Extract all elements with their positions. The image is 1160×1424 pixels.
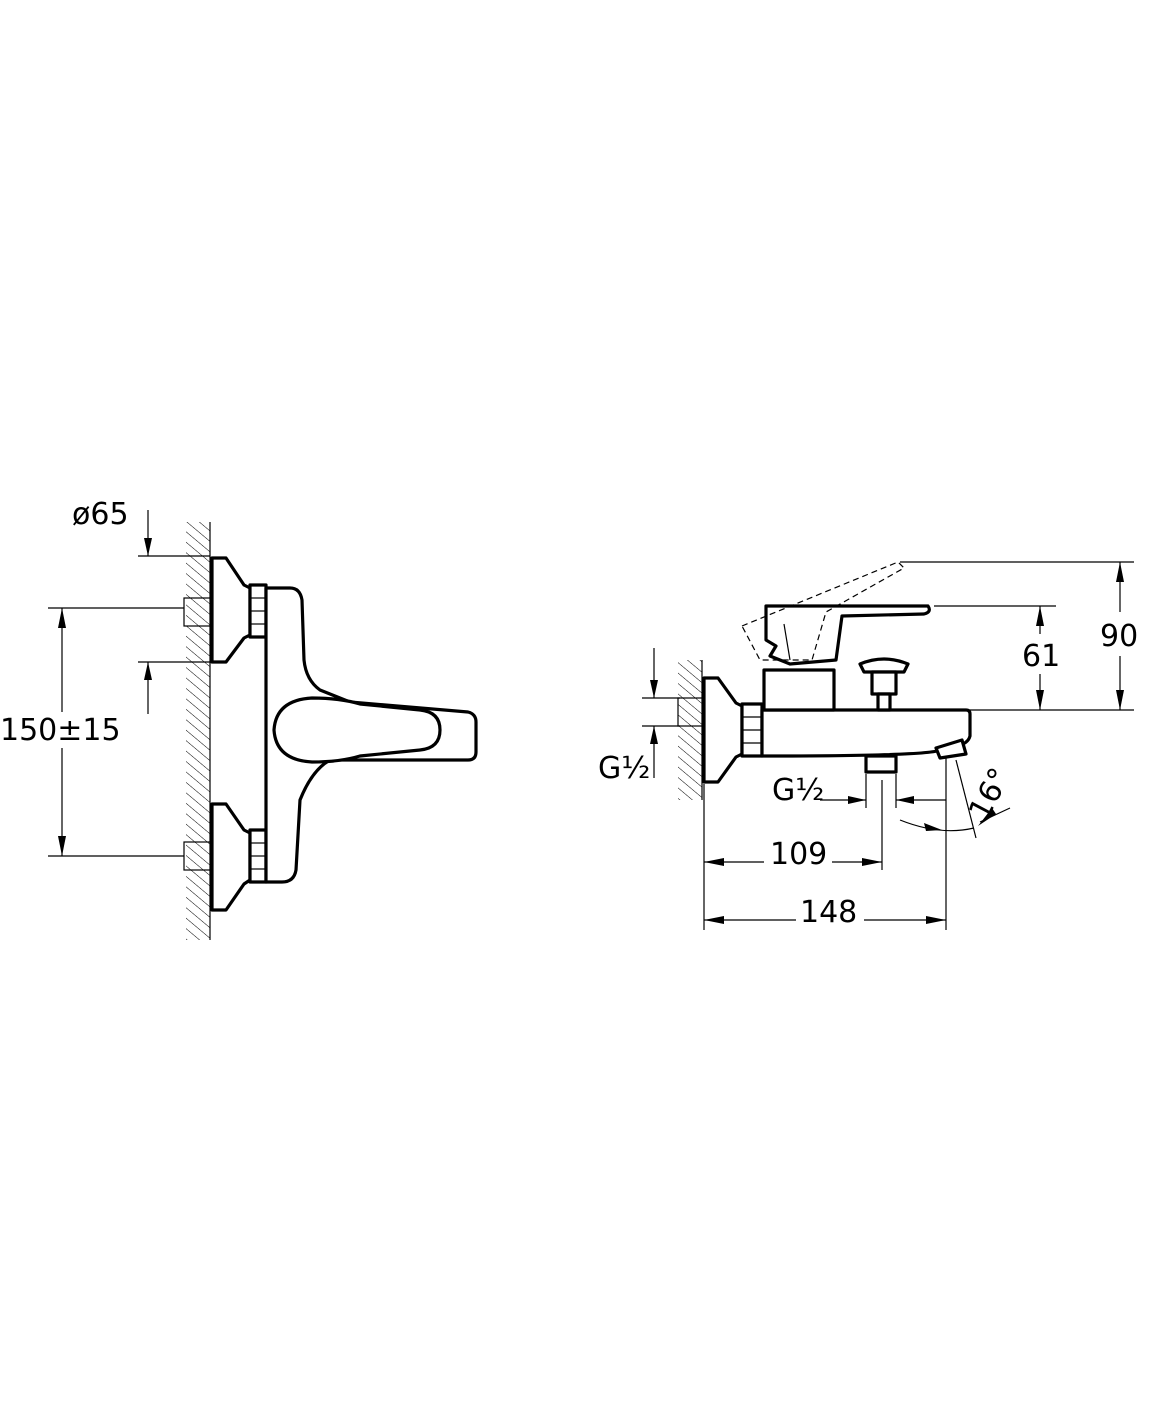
outlet-thread-dimension: G½ xyxy=(772,773,946,808)
diverter-knob xyxy=(858,657,910,712)
height-dimension: 90 xyxy=(900,561,1138,711)
wall-hatch-left xyxy=(186,522,210,940)
projection-outlet-dimension: 109 xyxy=(703,780,883,930)
diameter-dimension: ø65 xyxy=(72,497,210,714)
outlet-connector xyxy=(864,754,898,774)
lever-knob xyxy=(272,696,442,764)
lever-height-label: 61 xyxy=(1022,639,1060,674)
total-projection-label: 148 xyxy=(800,895,857,930)
wall-hatch-right xyxy=(678,660,702,800)
outlet-thread-label: G½ xyxy=(772,773,824,808)
height-label: 90 xyxy=(1100,619,1138,654)
total-projection-dimension: 148 xyxy=(704,758,947,930)
inlet-thread-label: G½ xyxy=(598,751,650,786)
front-view: ø65 150±15 xyxy=(0,497,478,940)
side-view: 90 61 G½ G½ xyxy=(598,561,1138,930)
spout-tip xyxy=(934,738,968,760)
center-distance-label: 150±15 xyxy=(0,713,121,748)
projection-outlet-label: 109 xyxy=(770,837,827,872)
spout-angle-dimension: 16° xyxy=(899,759,1018,839)
inlet-thread-dimension: G½ xyxy=(598,648,680,786)
center-distance-dimension: 150±15 xyxy=(0,607,184,857)
cartridge-housing xyxy=(762,668,836,712)
diameter-label: ø65 xyxy=(72,497,129,532)
top-connector xyxy=(183,556,268,664)
lever-height-dimension: 61 xyxy=(934,605,1060,710)
lever xyxy=(764,604,931,666)
side-flange xyxy=(702,676,744,784)
